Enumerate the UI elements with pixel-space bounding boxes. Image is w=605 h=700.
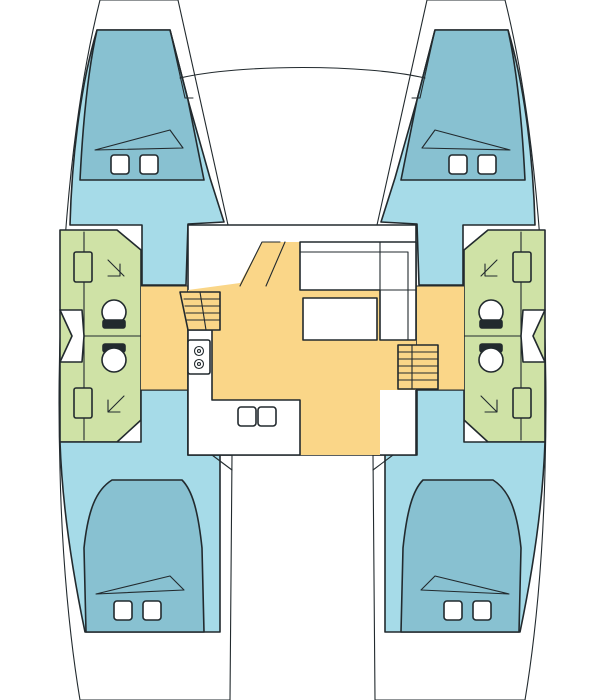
aft-deck-edge-starboard <box>372 454 394 471</box>
saloon-floor <box>188 242 416 455</box>
port-forward-pillow-line <box>94 129 184 151</box>
port-hull-outline <box>58 0 233 700</box>
aft-deck-edge-port <box>211 454 233 471</box>
starboard-hull <box>372 0 547 700</box>
starboard-head-sink-lower <box>512 387 532 419</box>
starboard-forward-locker <box>411 29 436 99</box>
port-forward-bed <box>79 29 205 181</box>
starboard-aft-pillow-right <box>472 600 492 621</box>
starboard-shower-drain-lower <box>480 395 498 413</box>
port-hull <box>58 0 233 700</box>
starboard-shower-drain-upper <box>480 259 498 277</box>
port-forward-pillow-left <box>110 154 130 175</box>
forward-bridgedeck-edge <box>179 66 426 79</box>
port-forward-locker <box>169 29 194 99</box>
port-shower-drain-lower <box>107 395 125 413</box>
starboard-toilet-lower <box>478 343 504 373</box>
starboard-forward-pillow-line <box>421 129 511 151</box>
dinette-settee <box>299 241 417 341</box>
starboard-aft-bed <box>400 479 522 633</box>
saloon-helm-wall <box>239 241 281 287</box>
port-forward-pillow-right <box>139 154 159 175</box>
starboard-toilet-upper <box>478 299 504 329</box>
starboard-aft-pillow-line <box>420 575 510 595</box>
starboard-passage <box>520 309 546 363</box>
saloon-helm-wall-inner <box>265 241 286 287</box>
saloon <box>140 224 465 456</box>
starboard-forward-bed <box>400 29 526 181</box>
galley-stove-icon <box>187 339 211 375</box>
dinette-table <box>302 297 378 341</box>
galley-double-sink-icon <box>237 406 277 427</box>
port-aft-bed <box>83 479 205 633</box>
starboard-head-sink-upper <box>512 251 532 283</box>
starboard-hull-outline <box>372 0 547 700</box>
starboard-forward-pillow-right <box>477 154 497 175</box>
port-aft-pillow-line <box>95 575 185 595</box>
port-shower-drain-upper <box>107 259 125 277</box>
port-toilet-upper <box>101 299 127 329</box>
port-aft-pillow-left <box>113 600 133 621</box>
port-toilet-lower <box>101 343 127 373</box>
dinette-settee-inner <box>299 251 409 341</box>
port-companionway-steps <box>179 291 221 331</box>
port-aft-pillow-right <box>142 600 162 621</box>
port-passage <box>59 309 85 363</box>
port-head-sink-lower <box>73 387 93 419</box>
starboard-forward-pillow-left <box>448 154 468 175</box>
starboard-companionway-steps <box>397 344 439 390</box>
saloon-port-corridor <box>141 286 189 390</box>
starboard-aft-pillow-left <box>443 600 463 621</box>
port-head-sink-upper <box>73 251 93 283</box>
